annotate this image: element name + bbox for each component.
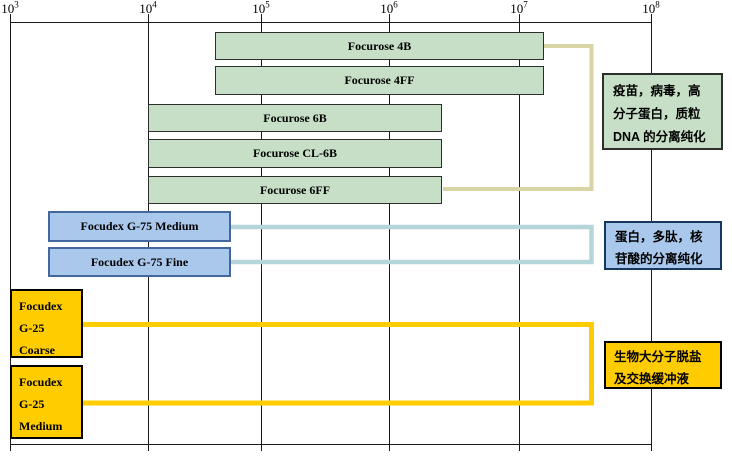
tick-exponent: 5 xyxy=(265,0,270,10)
bar-focudex-g75-medium: Focudex G-75 Medium xyxy=(48,211,231,242)
tick-base: 10 xyxy=(510,1,524,16)
tick-exponent: 3 xyxy=(14,0,19,10)
x-tick-label-1e8: 108 xyxy=(635,0,667,16)
bar-label: Focudex G-75 Fine xyxy=(90,254,189,269)
bar-focudex-g25-coarse: Focudex G-25 Coarse xyxy=(10,289,83,358)
bar-focurose-4b: Focurose 4B xyxy=(215,32,544,60)
bar-label: Focudex G-75 Medium xyxy=(80,219,199,233)
annotation-line: DNA 的分离纯化 xyxy=(613,130,706,144)
bar-label: Focudex G-25 Medium xyxy=(19,375,63,433)
annotation-line: 及交换缓冲液 xyxy=(614,372,690,386)
bar-label: Focudex G-25 Coarse xyxy=(19,299,63,357)
x-tick-label-1e5: 105 xyxy=(245,0,277,16)
tick-exponent: 8 xyxy=(655,0,660,10)
bar-focurose-4ff: Focurose 4FF xyxy=(215,66,544,95)
bar-label: Focurose 6B xyxy=(263,110,327,125)
tick-exponent: 7 xyxy=(523,0,528,10)
annotation-line: 疫苗，病毒，高 xyxy=(613,84,701,98)
bar-label: Focurose 6FF xyxy=(259,182,331,197)
tick-exponent: 6 xyxy=(393,0,398,10)
bar-label: Focurose 4FF xyxy=(344,73,415,87)
annotation-line: 分子蛋白，质粒 xyxy=(613,107,701,121)
annotation-g25-applications: 生物大分子脱盐 及交换缓冲液 xyxy=(604,341,722,389)
tick-exponent: 4 xyxy=(152,0,157,10)
tick-base: 10 xyxy=(642,1,656,16)
bar-focudex-g75-fine: Focudex G-75 Fine xyxy=(48,247,231,277)
annotation-agarose-applications: 疫苗，病毒，高 分子蛋白，质粒 DNA 的分离纯化 xyxy=(602,73,723,150)
tick-base: 10 xyxy=(1,1,15,16)
bar-label: Focurose CL-6B xyxy=(252,146,338,160)
annotation-line: 蛋白，多肽，核 xyxy=(615,230,703,244)
bar-focurose-6ff: Focurose 6FF xyxy=(148,176,442,204)
annotation-line: 苷酸的分离纯化 xyxy=(615,252,703,266)
annotation-g75-applications: 蛋白，多肽，核 苷酸的分离纯化 xyxy=(604,221,722,270)
bar-focudex-g25-medium: Focudex G-25 Medium xyxy=(10,365,83,439)
g75-bracket-line xyxy=(231,224,594,265)
tick-base: 10 xyxy=(380,1,394,16)
x-tick-label-1e4: 104 xyxy=(132,0,164,16)
x-tick-label-1e3: 103 xyxy=(0,0,26,16)
agarose-bracket-line xyxy=(443,44,594,191)
annotation-line: 生物大分子脱盐 xyxy=(614,350,702,364)
tick-base: 10 xyxy=(252,1,266,16)
x-tick-label-1e7: 107 xyxy=(503,0,535,16)
x-tick-label-1e6: 106 xyxy=(373,0,405,16)
bar-focurose-6b: Focurose 6B xyxy=(148,104,442,132)
bar-focurose-cl-6b: Focurose CL-6B xyxy=(148,139,442,168)
bar-label: Focurose 4B xyxy=(347,38,412,53)
g25-bracket-line xyxy=(83,322,594,406)
connector-brackets xyxy=(83,44,594,406)
tick-base: 10 xyxy=(139,1,153,16)
